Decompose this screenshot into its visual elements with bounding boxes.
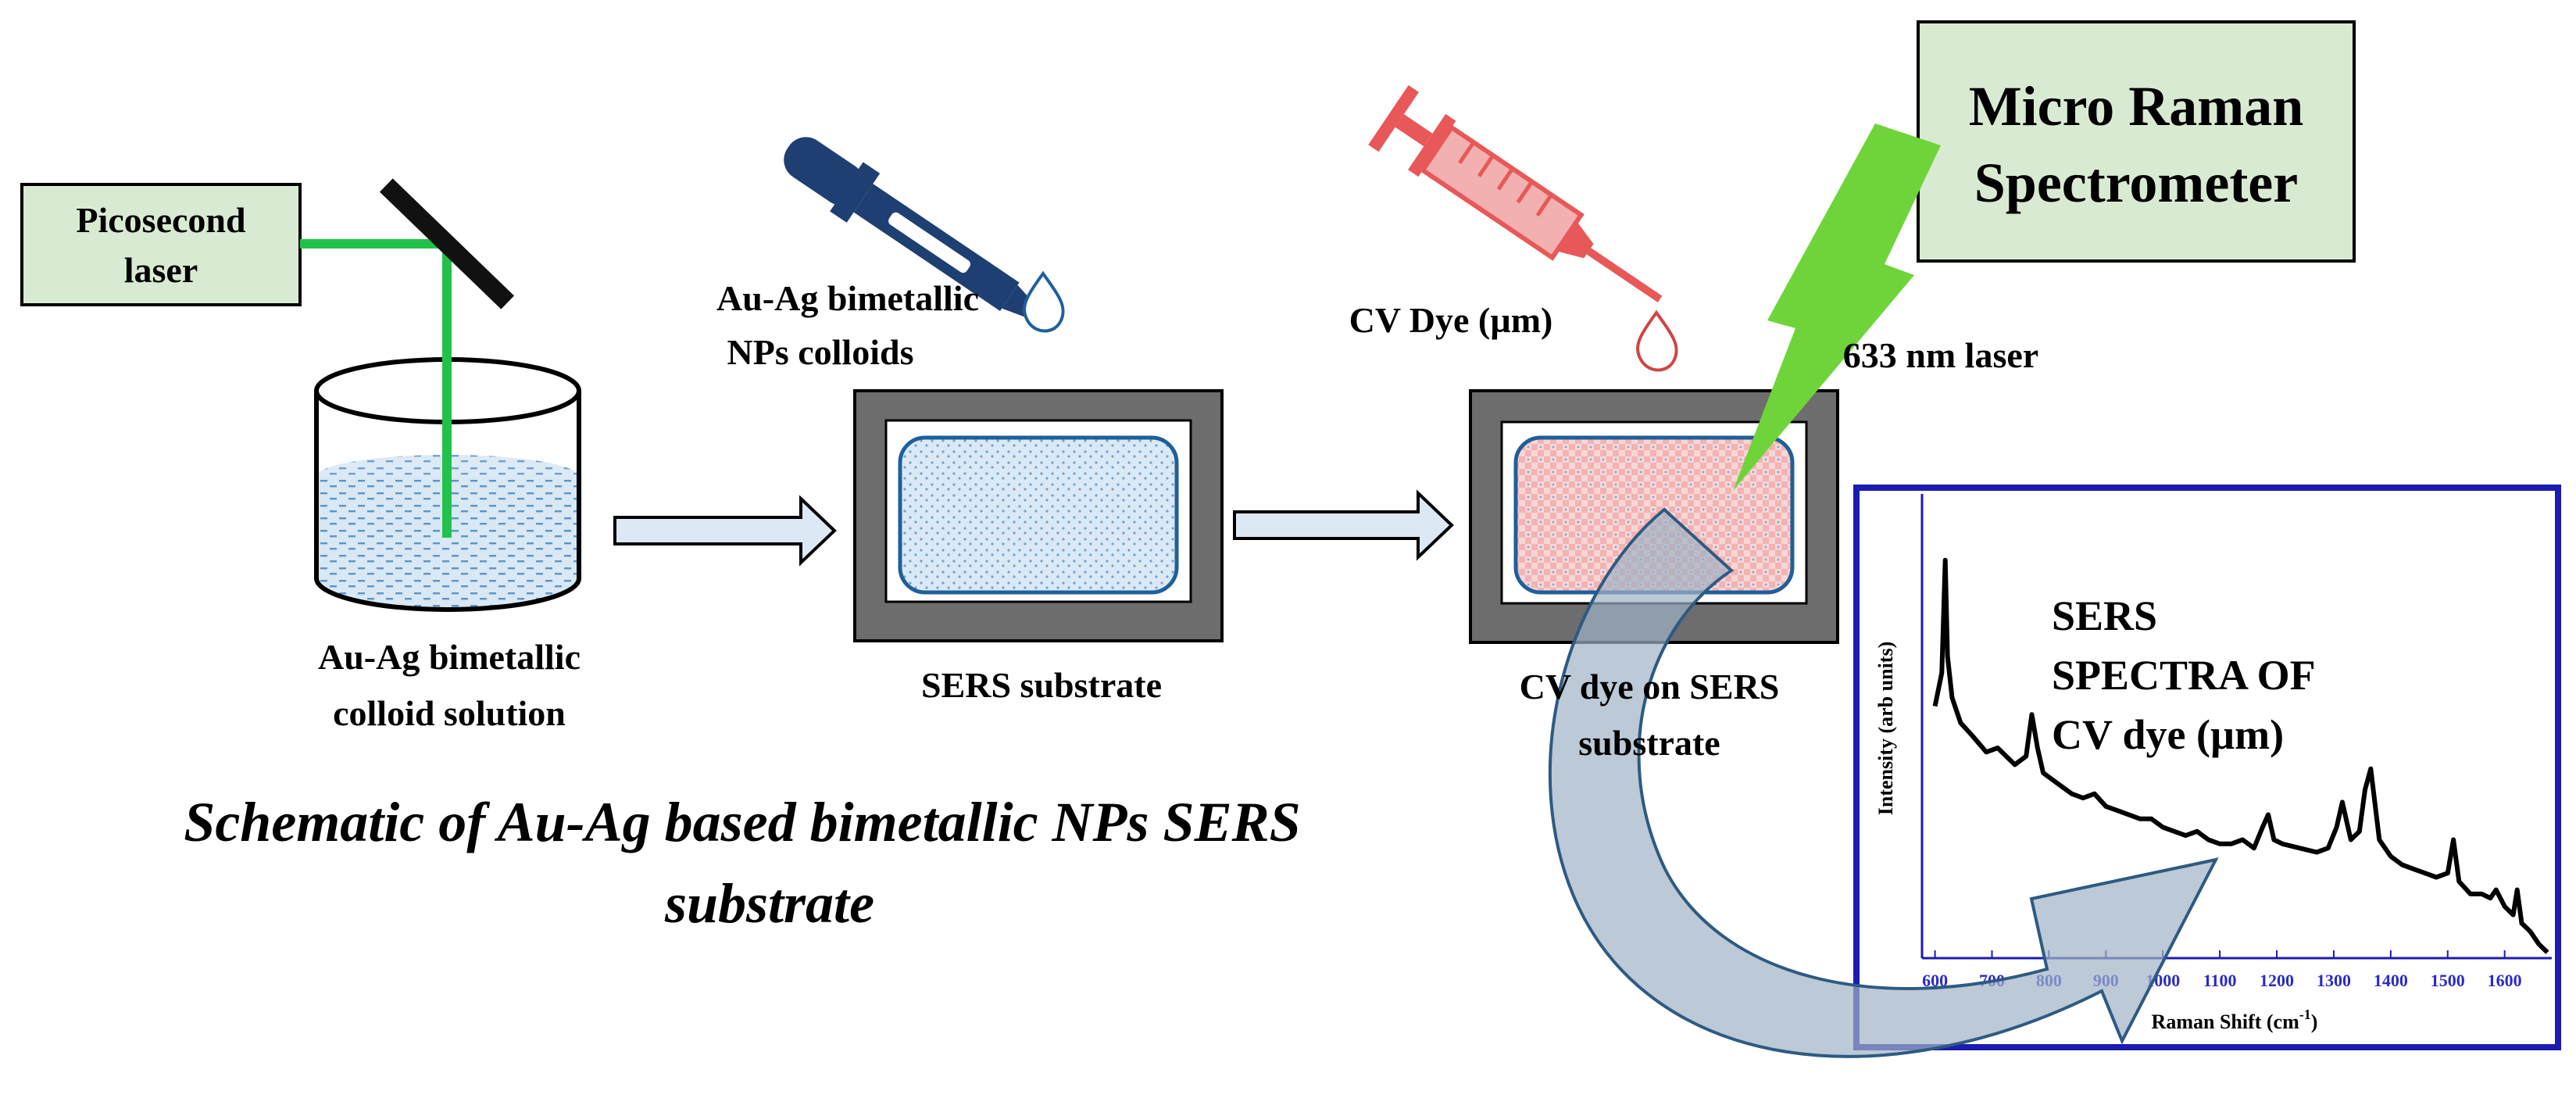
process-arrow-1 xyxy=(613,495,837,567)
np-colloids-label-1: Au-Ag bimetallic xyxy=(716,278,979,318)
sers-substrate xyxy=(853,389,1224,642)
x-tick-label: 1200 xyxy=(2260,971,2294,990)
micro-raman-label-1: Micro Raman xyxy=(1969,75,2304,138)
picosecond-laser-box: Picosecond laser xyxy=(20,183,302,306)
syringe-drop-icon xyxy=(1636,309,1678,372)
pipette-drop-icon xyxy=(1023,270,1065,333)
laser-bolt-icon xyxy=(1733,123,1941,491)
np-colloids-label-2: NPs colloids xyxy=(727,332,914,372)
sers-substrate-label: SERS substrate xyxy=(921,665,1162,705)
x-tick-label: 1400 xyxy=(2374,971,2408,990)
cv-dye-label: CV Dye (µm) xyxy=(1349,300,1553,340)
diagram-title-line-1: Schematic of Au-Ag based bimetallic NPs … xyxy=(184,791,1300,853)
micro-raman-label-2: Spectrometer xyxy=(1974,152,2298,214)
x-axis-label: Raman Shift (cm-1) xyxy=(2152,1007,2318,1033)
process-arrow-2 xyxy=(1233,489,1454,561)
x-axis-label-sup: -1 xyxy=(2299,1007,2311,1022)
picosecond-laser-label-1: Picosecond xyxy=(76,200,246,240)
cv-on-sers-label-1: CV dye on SERS xyxy=(1520,667,1780,706)
spectrum-annotation-3: CV dye (µm) xyxy=(2052,711,2284,758)
micro-raman-spectrometer-box: Micro Raman Spectrometer xyxy=(1917,20,2356,263)
curved-arrow xyxy=(1548,507,2219,1058)
spectrum-series-line xyxy=(1932,557,2549,954)
spectrum-annotation-2: SPECTRA OF xyxy=(2052,652,2316,699)
x-tick-label: 1300 xyxy=(2317,971,2351,990)
cv-on-sers-label-2: substrate xyxy=(1578,723,1720,763)
x-axis-label-end: ) xyxy=(2311,1010,2318,1033)
x-tick-label: 1600 xyxy=(2488,971,2522,990)
beaker-icon xyxy=(314,336,581,612)
diagram-title-line-2: substrate xyxy=(664,872,874,935)
x-tick-label: 1100 xyxy=(2203,971,2237,990)
colloid-solution-label-2: colloid solution xyxy=(333,693,566,733)
sers-spectrum-inset: 6007008009001000110012001300140015001600… xyxy=(1853,485,2561,1050)
mirror-icon xyxy=(379,178,515,309)
syringe-icon xyxy=(1368,84,1663,302)
spectrum-annotation-1: SERS xyxy=(2052,592,2157,639)
x-axis-label-main: Raman Shift (cm xyxy=(2152,1010,2300,1033)
x-tick-label: 1500 xyxy=(2431,971,2465,990)
laser-633-label: 633 nm laser xyxy=(1843,335,2038,375)
y-axis-label: Intensity (arb units) xyxy=(1874,642,1897,815)
picosecond-laser-label-2: laser xyxy=(124,250,198,290)
colloid-solution-label-1: Au-Ag bimetallic xyxy=(318,637,581,677)
